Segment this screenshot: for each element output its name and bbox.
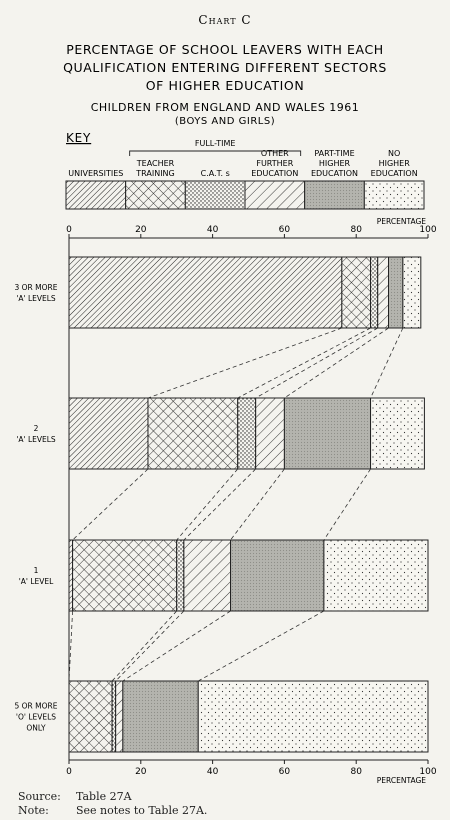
bar-segment-4-other-further-education: [115, 680, 124, 753]
key-label-part-time-higher-education-line-2: HIGHER: [319, 159, 351, 168]
bar-segment-1-teacher-training: [341, 256, 372, 329]
key-label-c-a-t-s-line-1: C.A.T. s: [201, 169, 230, 178]
connector-2-1: [72, 468, 149, 541]
bar-segment-4-part-time-higher-education: [122, 680, 199, 753]
x-tick-label-top-40: 40: [207, 225, 219, 235]
connector-3-4: [122, 610, 231, 682]
bar-segment-3-part-time-higher-education: [230, 539, 325, 612]
connector-1-4: [284, 327, 389, 399]
category-label-2-line-2: 'A' LEVELS: [16, 435, 56, 444]
bar-segment-2-teacher-training: [147, 397, 239, 470]
x-tick-label-top-60: 60: [279, 225, 291, 235]
bar-segment-4-no-higher-education: [197, 680, 429, 753]
x-axis-label-top: PERCENTAGE: [377, 217, 426, 226]
connector-1-2: [237, 327, 371, 399]
category-label-4-line-1: 5 OR MORE: [15, 702, 58, 711]
chart-title-line-3: OF HIGHER EDUCATION: [146, 78, 305, 93]
category-label-3-line-2: 'A' LEVEL: [19, 577, 54, 586]
chart-title-line-2: QUALIFICATION ENTERING DIFFERENT SECTORS: [63, 60, 387, 75]
connector-3-3: [115, 610, 185, 682]
key-label-teacher-training-line-1: TEACHER: [136, 159, 175, 168]
x-tick-label-bottom-100: 100: [419, 767, 436, 777]
category-label-4-line-3: ONLY: [26, 724, 46, 733]
key-swatch-no-higher-education: [363, 180, 425, 210]
full-time-label: FULL-TIME: [195, 139, 236, 148]
category-label-4-line-2: 'O' LEVELS: [16, 713, 56, 722]
category-label-2-line-1: 2: [34, 424, 39, 433]
connector-1-3: [255, 327, 378, 399]
bar-segment-3-c-a-t-s: [176, 539, 185, 612]
x-tick-label-top-0: 0: [66, 225, 72, 235]
connector-3-2: [111, 610, 177, 682]
bar-segment-1-other-further-education: [377, 256, 390, 329]
chart-subtitle-line-2: (BOYS AND GIRLS): [175, 116, 275, 127]
category-label-1-line-1: 3 OR MORE: [15, 283, 58, 292]
key-label-other-further-education-line-1: OTHER: [261, 149, 289, 158]
chart-title-line-1: PERCENTAGE OF SCHOOL LEAVERS WITH EACH: [66, 42, 384, 57]
connector-1-1: [147, 327, 342, 399]
chart-label: Chart C: [198, 13, 251, 27]
key-label-other-further-education-line-3: EDUCATION: [251, 169, 298, 178]
connector-1-5: [370, 327, 404, 399]
connector-2-2: [176, 468, 239, 541]
bar-segment-4-c-a-t-s: [111, 680, 117, 753]
key-swatch-c-a-t-s: [184, 180, 246, 210]
source-text: Table 27A: [76, 790, 132, 803]
chart-subtitle-line-1: CHILDREN FROM ENGLAND AND WALES 1961: [91, 101, 360, 114]
source-label: Source:: [18, 790, 61, 803]
bar-segment-3-universities: [68, 539, 74, 612]
bar-segment-1-universities: [68, 256, 343, 329]
connector-2-5: [323, 468, 371, 541]
key-swatch-other-further-education: [244, 180, 306, 210]
bar-segment-2-part-time-higher-education: [283, 397, 372, 470]
key-label-no-higher-education-line-3: EDUCATION: [371, 169, 418, 178]
key-label-no-higher-education-line-1: NO: [388, 149, 400, 158]
bar-segment-2-universities: [68, 397, 149, 470]
bar-segment-3-no-higher-education: [323, 539, 429, 612]
key-swatch-teacher-training: [125, 180, 186, 210]
bar-segment-2-other-further-education: [255, 397, 285, 470]
key-label-part-time-higher-education-line-3: EDUCATION: [311, 169, 358, 178]
key-swatch-universities: [65, 180, 127, 210]
category-label-3-line-1: 1: [34, 566, 39, 575]
x-tick-label-top-80: 80: [350, 225, 362, 235]
bar-segment-3-teacher-training: [72, 539, 178, 612]
full-time-bracket: [129, 150, 302, 156]
key-label-other-further-education-line-2: FURTHER: [256, 159, 293, 168]
key-label-teacher-training-line-2: TRAINING: [135, 169, 174, 178]
x-tick-label-bottom-60: 60: [279, 767, 291, 777]
key-heading: KEY: [66, 131, 91, 145]
bar-segment-1-c-a-t-s: [370, 256, 379, 329]
bar-segment-3-other-further-education: [183, 539, 232, 612]
note-text: See notes to Table 27A.: [76, 804, 208, 817]
key-label-universities-line-1: UNIVERSITIES: [68, 169, 123, 178]
x-tick-label-bottom-80: 80: [350, 767, 362, 777]
note-label: Note:: [18, 804, 49, 817]
connector-3-5: [198, 610, 325, 682]
category-label-1-line-2: 'A' LEVELS: [16, 294, 56, 303]
connector-3-1: [68, 610, 73, 682]
x-tick-label-bottom-0: 0: [66, 767, 72, 777]
x-axis-label-bottom: PERCENTAGE: [377, 776, 426, 785]
x-tick-label-top-20: 20: [135, 225, 147, 235]
note-line: Note: See notes to Table 27A.: [18, 804, 207, 817]
bar-segment-1-part-time-higher-education: [388, 256, 404, 329]
connector-2-4: [230, 468, 285, 541]
bar-segment-4-teacher-training: [68, 680, 113, 753]
chart-figure: Chart C PERCENTAGE OF SCHOOL LEAVERS WIT…: [15, 13, 437, 785]
connector-2-3: [183, 468, 256, 541]
x-tick-label-bottom-20: 20: [135, 767, 147, 777]
bar-segment-2-no-higher-education: [370, 397, 425, 470]
bar-segment-1-no-higher-education: [402, 256, 422, 329]
x-tick-label-bottom-40: 40: [207, 767, 219, 777]
key-label-part-time-higher-education-line-1: PART-TIME: [314, 149, 354, 158]
key-swatch-part-time-higher-education: [304, 180, 365, 210]
source-note: Source: Table 27A: [18, 790, 132, 803]
x-tick-label-top-100: 100: [419, 225, 436, 235]
key-label-no-higher-education-line-2: HIGHER: [379, 159, 411, 168]
bar-segment-2-c-a-t-s: [237, 397, 257, 470]
